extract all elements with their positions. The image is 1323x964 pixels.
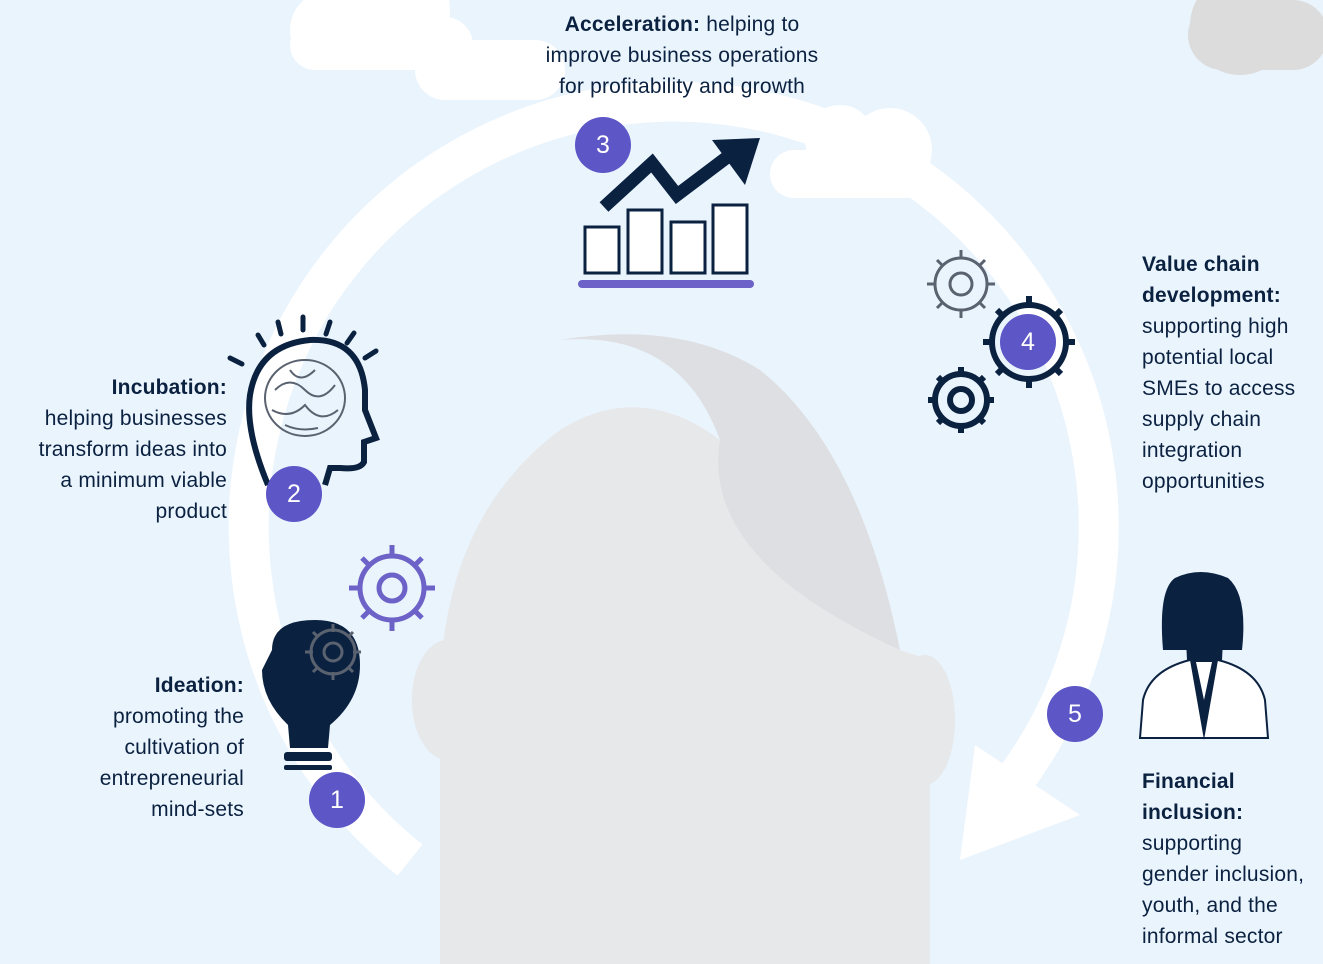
- stage-4-title: Value chain: [1142, 253, 1260, 276]
- stage-4-desc-line: SMEs to access: [1142, 377, 1296, 400]
- stage-1-text: Ideation: promoting the cultivation of e…: [40, 670, 244, 825]
- gears-icon: [927, 250, 1075, 433]
- stage-4-desc-line: opportunities: [1142, 470, 1265, 493]
- stage-5-text: Financial inclusion: supporting gender i…: [1142, 766, 1323, 952]
- stage-2-title: Incubation:: [111, 376, 227, 399]
- stage-5-title: inclusion:: [1142, 801, 1244, 824]
- stage-4-desc-line: supply chain: [1142, 408, 1262, 431]
- stage-1-desc-line: mind-sets: [151, 798, 244, 821]
- stage-1-desc-line: entrepreneurial: [99, 767, 244, 790]
- stage-4-text: Value chain development: supporting high…: [1142, 249, 1323, 497]
- lightbulb-with-gears-icon: [262, 545, 435, 770]
- stage-2-desc-line: transform ideas into: [38, 438, 227, 461]
- stage-2-desc-line: helping businesses: [44, 407, 227, 430]
- stage-5-title: Financial: [1142, 770, 1235, 793]
- businesswoman-icon: [1138, 572, 1270, 740]
- stage-1-desc-line: promoting the: [112, 705, 244, 728]
- stage-2-desc-line: product: [155, 500, 227, 523]
- stage-2-badge: 2: [266, 466, 322, 522]
- stage-3-badge: 3: [575, 117, 631, 173]
- stage-2-desc-line: a minimum viable: [60, 469, 227, 492]
- chart-bar-4: [711, 203, 749, 275]
- stage-2-text: Incubation: helping businesses transform…: [0, 372, 227, 527]
- stage-1-badge: 1: [309, 772, 365, 828]
- stage-4-title: development:: [1142, 284, 1281, 307]
- stage-4-desc-line: integration: [1142, 439, 1243, 462]
- stage-4-desc-line: supporting high: [1142, 315, 1289, 338]
- chart-bar-3: [669, 220, 707, 275]
- cloud-top-right: [1188, 0, 1323, 75]
- head-brain-icon: [227, 314, 380, 487]
- stage-1-title: Ideation:: [154, 674, 244, 697]
- stage-5-desc-line: supporting: [1142, 832, 1243, 855]
- chart-bar-2: [626, 208, 664, 275]
- stage-5-desc-line: youth, and the: [1142, 894, 1278, 917]
- stage-5-desc-line: informal sector: [1142, 925, 1283, 948]
- stage-4-badge: 4: [1000, 314, 1056, 370]
- stage-3-text: Acceleration: helping to improve busines…: [500, 9, 864, 102]
- stage-5-badge: 5: [1047, 686, 1103, 742]
- stage-3-title: Acceleration:: [564, 13, 701, 36]
- stage-4-desc-line: potential local: [1142, 346, 1274, 369]
- stage-3-desc-line: improve business operations: [545, 44, 819, 67]
- chart-bar-1: [583, 225, 621, 275]
- stage-1-desc-line: cultivation of: [124, 736, 244, 759]
- person-silhouette: [412, 334, 955, 964]
- cloud-top-left: [290, 0, 565, 100]
- cycle-arrow: [228, 81, 1119, 876]
- stage-3-desc-line: helping to: [700, 13, 800, 36]
- stage-3-desc-line: for profitability and growth: [558, 75, 806, 98]
- stage-5-desc-line: gender inclusion,: [1142, 863, 1305, 886]
- growth-chart-icon: [578, 138, 760, 288]
